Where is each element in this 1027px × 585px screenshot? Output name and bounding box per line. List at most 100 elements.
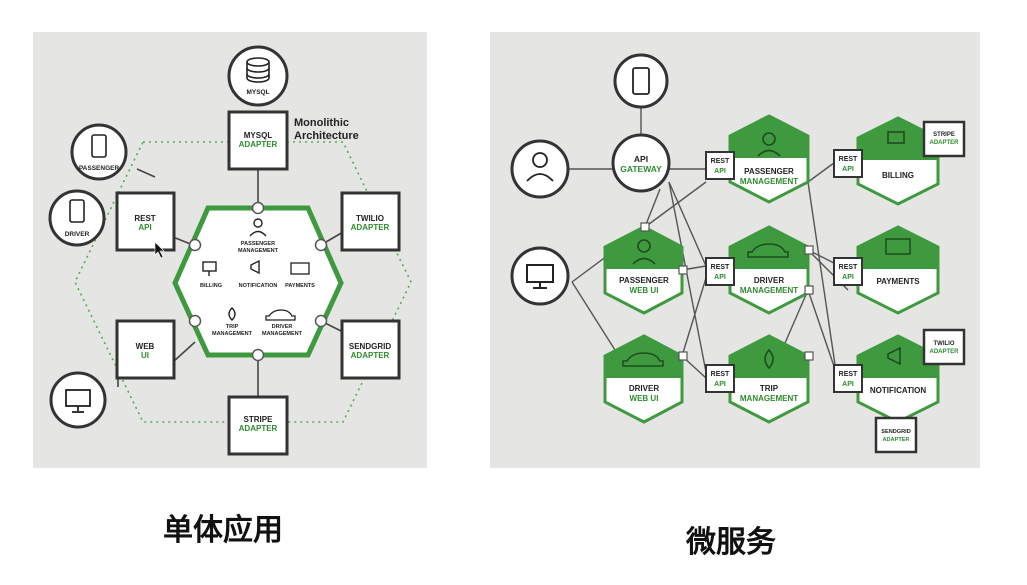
svg-text:ADAPTER: ADAPTER xyxy=(239,424,278,433)
svg-text:API: API xyxy=(842,381,854,388)
core-module-billing: BILLING xyxy=(200,261,222,289)
sendgrid-adapter-box: SENDGRID ADAPTER xyxy=(340,319,401,380)
mailbox-icon xyxy=(887,131,905,144)
svg-text:SENDGRID: SENDGRID xyxy=(349,342,391,351)
svg-text:TWILIO: TWILIO xyxy=(356,214,384,223)
web-ui-box: WEB UI xyxy=(115,319,176,380)
car-icon xyxy=(622,352,664,367)
svg-text:WEB UI: WEB UI xyxy=(630,394,659,403)
svg-text:DRIVER: DRIVER xyxy=(754,276,784,285)
svg-text:API: API xyxy=(714,274,726,281)
core-module-notification: NOTIFICATION xyxy=(239,259,278,289)
svg-text:TRIP: TRIP xyxy=(760,384,779,393)
megaphone-icon xyxy=(250,259,260,275)
car-icon xyxy=(747,243,789,258)
svg-text:PASSENGER: PASSENGER xyxy=(79,165,120,172)
monitor-icon xyxy=(65,389,91,413)
person-icon xyxy=(637,239,651,253)
svg-text:PAYMENTS: PAYMENTS xyxy=(876,277,920,286)
svg-text:API: API xyxy=(842,166,854,173)
rest-api-box: REST API xyxy=(115,191,176,252)
microservices-caption: 微服务 xyxy=(686,525,776,560)
svg-text:REST: REST xyxy=(839,371,858,378)
monolith-title-line2: Architecture xyxy=(294,130,359,142)
phone-icon xyxy=(69,199,85,223)
passenger-client: PASSENGER xyxy=(70,123,128,181)
svg-text:NOTIFICATION: NOTIFICATION xyxy=(239,283,278,289)
driver-management-service: DRIVER MANAGEMENT xyxy=(728,225,810,315)
svg-text:MANAGEMENT: MANAGEMENT xyxy=(238,248,279,254)
rest-api-box: REST API xyxy=(705,151,735,180)
svg-text:MANAGEMENT: MANAGEMENT xyxy=(740,286,798,295)
svg-text:REST: REST xyxy=(134,214,155,223)
svg-text:REST: REST xyxy=(711,158,730,165)
core-module-payments: PAYMENTS xyxy=(285,262,315,289)
svg-text:REST: REST xyxy=(839,156,858,163)
stripe-adapter-box: STRIPE ADAPTER xyxy=(227,395,289,456)
rest-api-box: REST API xyxy=(705,364,735,393)
core-module-driver-management: DRIVER MANAGEMENT xyxy=(262,309,303,337)
web-client xyxy=(510,246,570,306)
mobile-client xyxy=(613,53,669,109)
svg-text:NOTIFICATION: NOTIFICATION xyxy=(870,386,927,395)
svg-text:STRIPE: STRIPE xyxy=(933,132,955,138)
svg-text:MANAGEMENT: MANAGEMENT xyxy=(740,394,798,403)
rest-api-box: REST API xyxy=(833,149,863,178)
svg-text:PASSENGER: PASSENGER xyxy=(241,241,275,247)
svg-text:PASSENGER: PASSENGER xyxy=(744,167,794,176)
monolith-caption: 单体应用 xyxy=(163,513,283,548)
svg-text:ADAPTER: ADAPTER xyxy=(351,351,390,360)
rest-api-box: REST API xyxy=(833,257,863,286)
phone-icon xyxy=(632,67,650,95)
svg-text:MYSQL: MYSQL xyxy=(244,131,273,140)
svg-text:REST: REST xyxy=(711,371,730,378)
svg-text:SENDGRID: SENDGRID xyxy=(881,429,911,435)
credit-card-icon xyxy=(290,262,310,275)
svg-text:DRIVER: DRIVER xyxy=(272,324,293,330)
svg-text:ADAPTER: ADAPTER xyxy=(929,349,959,355)
svg-text:GATEWAY: GATEWAY xyxy=(620,164,662,174)
core-module-passenger-management: PASSENGER MANAGEMENT xyxy=(238,218,279,254)
svg-text:REST: REST xyxy=(839,264,858,271)
passenger-client xyxy=(510,139,570,199)
phone-icon xyxy=(91,134,107,158)
car-icon xyxy=(265,309,296,321)
core-module-trip-management: TRIP MANAGEMENT xyxy=(212,307,253,337)
passenger-web-ui-service: PASSENGER WEB UI xyxy=(603,225,684,315)
location-pin-icon xyxy=(228,307,236,321)
svg-text:API: API xyxy=(634,154,648,164)
credit-card-icon xyxy=(885,238,911,255)
mouse-cursor-icon xyxy=(154,241,165,259)
svg-text:MANAGEMENT: MANAGEMENT xyxy=(212,331,253,337)
svg-text:TWILIO: TWILIO xyxy=(934,341,955,347)
billing-service: BILLING xyxy=(856,116,940,206)
rest-api-box: REST API xyxy=(833,364,863,393)
driver-client: DRIVER xyxy=(48,189,106,247)
svg-text:REST: REST xyxy=(711,264,730,271)
svg-text:BILLING: BILLING xyxy=(200,283,222,289)
driver-web-ui-service: DRIVER WEB UI xyxy=(603,334,684,424)
person-icon xyxy=(532,152,548,168)
svg-text:PASSENGER: PASSENGER xyxy=(619,276,669,285)
svg-text:API: API xyxy=(714,381,726,388)
svg-text:ADAPTER: ADAPTER xyxy=(239,140,278,149)
database-icon xyxy=(246,57,270,83)
svg-text:DRIVER: DRIVER xyxy=(629,384,659,393)
twilio-adapter-box: TWILIO ADAPTER xyxy=(340,191,401,252)
svg-text:ADAPTER: ADAPTER xyxy=(929,140,959,146)
notification-service: NOTIFICATION xyxy=(856,334,940,424)
twilio-adapter-box: TWILIO ADAPTER xyxy=(922,328,966,366)
svg-text:MANAGEMENT: MANAGEMENT xyxy=(740,177,798,186)
megaphone-icon xyxy=(887,346,901,366)
svg-text:TRIP: TRIP xyxy=(226,324,239,330)
monolith-diagram-panel: MYSQL MYSQL ADAPTER Monolithic Architect… xyxy=(33,32,427,468)
svg-text:API: API xyxy=(842,274,854,281)
monolith-title-line1: Monolithic xyxy=(294,117,349,129)
location-pin-icon xyxy=(764,348,774,370)
svg-text:PAYMENTS: PAYMENTS xyxy=(285,283,315,289)
svg-text:BILLING: BILLING xyxy=(882,171,914,180)
monitor-icon xyxy=(526,264,554,289)
passenger-management-service: PASSENGER MANAGEMENT xyxy=(728,114,810,204)
svg-text:UI: UI xyxy=(141,351,149,360)
svg-text:ADAPTER: ADAPTER xyxy=(882,437,909,443)
